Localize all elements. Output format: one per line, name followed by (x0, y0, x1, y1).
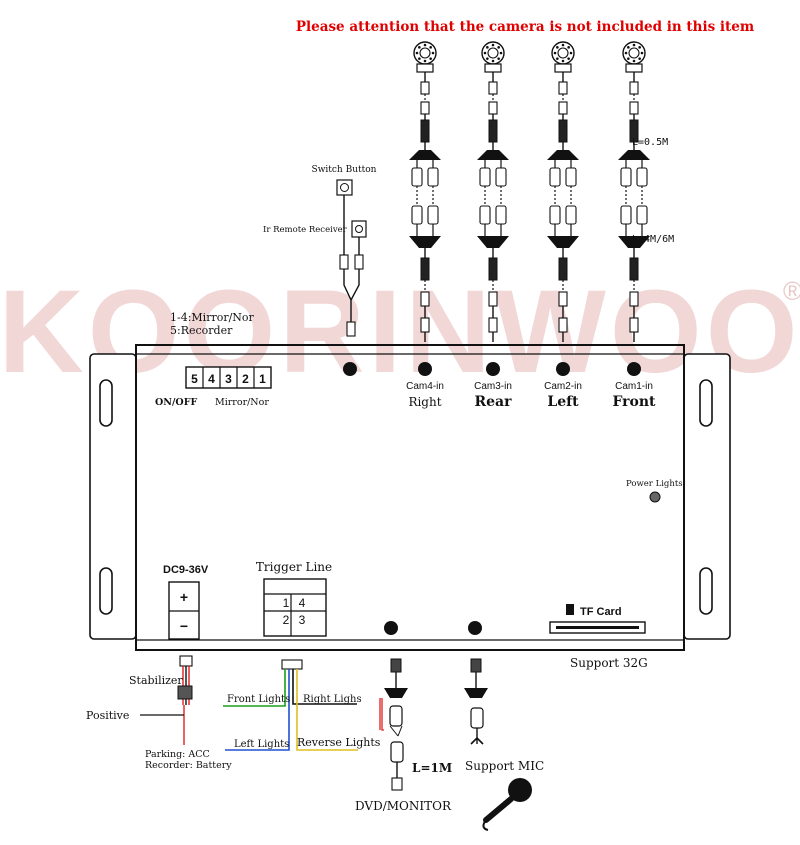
left-lights-label: Left Lights (234, 739, 289, 750)
trigger-line-label: Trigger Line (256, 560, 332, 574)
camera-connector-icon (622, 41, 646, 73)
dip-switch-5: 5 (191, 372, 198, 386)
trigger-pin-3: 3 (299, 613, 306, 627)
dc-voltage-label: DC9-36V (163, 564, 209, 576)
camera-chain-3 (547, 41, 579, 342)
ir-remote-label: Ir Remote Receiver (263, 225, 348, 235)
camera-port-label: Cam3-in (474, 381, 512, 392)
mirror-nor-label: Mirror/Nor (215, 397, 269, 408)
main-unit-panel-edges (136, 353, 684, 641)
dvd-monitor-port (384, 621, 398, 635)
ir-plug (354, 254, 364, 270)
trigger-pin-2: 2 (283, 613, 290, 627)
dip-switch-1: 1 (259, 372, 266, 386)
camera-connector-icon (551, 41, 575, 73)
camera-port-label: Cam4-in (406, 381, 444, 392)
camera-port-2 (486, 362, 500, 376)
camera-port-label: Cam1-in (615, 381, 653, 392)
power-lights-label: Power Lights (626, 479, 683, 489)
reverse-lights-label: Reverse Lights (297, 736, 381, 749)
switch-ir-port (343, 362, 357, 376)
mic-cable (464, 658, 488, 745)
switch-plug (339, 254, 349, 270)
camera-connector-icon (413, 41, 437, 73)
recorder-battery-label: Recorder: Battery (145, 760, 232, 771)
notice-text: Please attention that the camera is not … (296, 19, 754, 35)
power-light-led (649, 491, 661, 503)
camera-chain-2 (477, 41, 509, 342)
dip-switch-2: 2 (242, 372, 249, 386)
watermark-registered-mark: ® (783, 276, 800, 306)
cable-length-short-label: L=0.5M (632, 137, 668, 148)
parking-acc-label: Parking: ACC (145, 749, 210, 760)
right-mounting-bracket (683, 353, 731, 640)
tf-card-label: TF Card (580, 606, 622, 618)
stabilizer-label: Stabilizer (129, 674, 183, 687)
mic-port (468, 621, 482, 635)
camera-chain-1 (409, 41, 441, 342)
camera-position-label: Rear (475, 394, 513, 410)
cable-length-long-label: L=4M/6M (632, 234, 674, 245)
trigger-pin-4: 4 (299, 596, 306, 610)
mirror-mode-label-1: 1-4:Mirror/Nor (170, 311, 255, 324)
switch-ir-connector (346, 321, 356, 337)
switch-ir-wires (343, 195, 360, 255)
support-32g-label: Support 32G (570, 656, 648, 670)
right-lights-label: Right Lighs (303, 694, 362, 705)
main-unit-box (135, 344, 685, 651)
camera-position-label: Left (547, 394, 579, 410)
trigger-wiring (223, 659, 358, 751)
dvd-monitor-label: DVD/MONITOR (355, 799, 452, 813)
dip-switch-4: 4 (208, 372, 215, 386)
microphone-icon (482, 778, 532, 831)
left-mounting-bracket (89, 353, 137, 640)
dvd-monitor-cable (379, 658, 408, 791)
camera-port-label: Cam2-in (544, 381, 582, 392)
camera-port-1 (418, 362, 432, 376)
dvd-cable-length-label: L=1M (412, 761, 452, 775)
support-mic-label: Support MIC (465, 759, 544, 773)
switch-button-knob-icon (340, 183, 349, 192)
camera-connector-icon (481, 41, 505, 73)
camera-position-label: Right (408, 395, 441, 409)
trigger-pin-1: 1 (283, 596, 290, 610)
dc-minus-sign: − (180, 618, 188, 634)
mirror-mode-label-2: 5:Recorder (170, 324, 233, 337)
trigger-line-terminal (263, 578, 327, 637)
ir-receiver-eye-icon (355, 225, 363, 233)
dip-switch-3: 3 (225, 372, 232, 386)
switch-ir-merge-wire (343, 269, 360, 322)
camera-port-4 (627, 362, 641, 376)
front-lights-label: Front Lights (227, 694, 290, 705)
tf-card-slot (549, 604, 646, 634)
camera-port-3 (556, 362, 570, 376)
camera-position-label: Front (612, 394, 656, 410)
switch-button-label: Switch Button (312, 165, 377, 175)
camera-cable-chains (409, 41, 650, 342)
ir-remote-receiver (351, 220, 367, 238)
positive-label: Positive (86, 709, 129, 722)
on-off-label: ON/OFF (155, 397, 197, 408)
dc-plus-sign: + (180, 589, 188, 605)
switch-button (336, 179, 353, 196)
camera-chain-4 (618, 41, 650, 342)
power-wiring (140, 655, 193, 745)
